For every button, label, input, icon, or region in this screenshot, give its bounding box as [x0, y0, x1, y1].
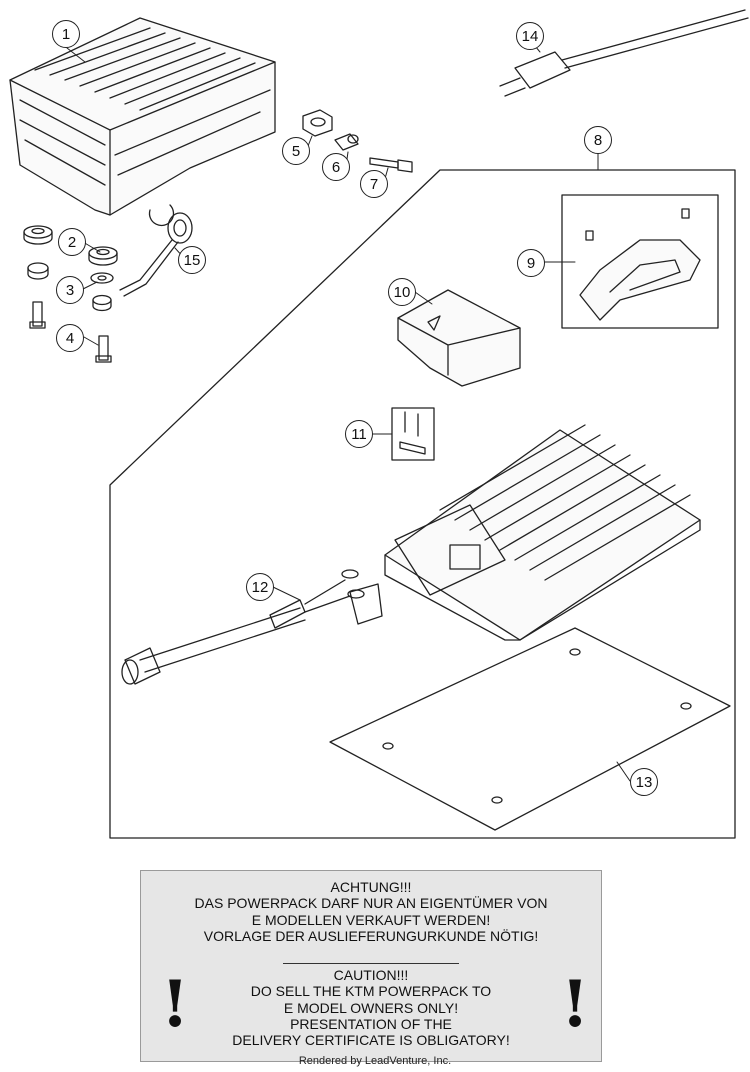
cap-strap-part — [119, 212, 193, 297]
battery-housing-part — [9, 17, 276, 227]
callout-13: 13 — [630, 768, 658, 796]
callout-7: 7 — [360, 170, 388, 198]
bolt-part — [29, 301, 112, 363]
warning-line: E MODEL OWNERS ONLY! — [283, 999, 459, 1016]
exclamation-right: ! — [561, 967, 590, 1042]
callout-12: 12 — [246, 573, 274, 601]
warning-line: DAS POWERPACK DARF NUR AN EIGENTÜMER VON — [194, 895, 548, 912]
power-cable-part — [499, 9, 749, 97]
long-bolt-part — [369, 157, 413, 173]
callout-5: 5 — [282, 137, 310, 165]
base-plate-part — [329, 627, 731, 831]
callout-15: 15 — [178, 246, 206, 274]
sleeve-part — [334, 133, 359, 151]
warning-divider — [283, 963, 459, 964]
nut-part — [302, 109, 333, 137]
powerpack-part — [384, 424, 701, 641]
callout-3: 3 — [56, 276, 84, 304]
exclamation-left: ! — [161, 967, 190, 1042]
washer-part — [27, 262, 114, 312]
warning-line: DELIVERY CERTIFICATE IS OBLIGATORY! — [232, 1032, 510, 1049]
footer-credit: Rendered by LeadVenture, Inc. — [298, 1055, 452, 1067]
kit-boundary — [109, 169, 736, 839]
screws-box — [391, 407, 435, 461]
warning-line: ACHTUNG!!! — [330, 879, 412, 895]
warning-line: VORLAGE DER AUSLIEFERUNGURKUNDE NÖTIG! — [203, 927, 539, 944]
warning-line: E MODELLEN VERKAUFT WERDEN! — [251, 911, 491, 928]
callout-1: 1 — [52, 20, 80, 48]
callout-14: 14 — [516, 22, 544, 50]
english-warning: CAUTION!!! DO SELL THE KTM POWERPACK TO … — [141, 967, 601, 1048]
callout-9: 9 — [517, 249, 545, 277]
german-warning: ACHTUNG!!! DAS POWERPACK DARF NUR AN EIG… — [141, 879, 601, 944]
charging-cable-part — [121, 569, 383, 685]
warning-line: PRESENTATION OF THE — [290, 1015, 452, 1032]
handle-part — [579, 208, 701, 321]
parts-diagram — [9, 9, 749, 839]
callout-11: 11 — [345, 420, 373, 448]
cover-part — [397, 289, 521, 387]
warning-line: CAUTION!!! — [333, 967, 409, 983]
warning-notice: ACHTUNG!!! DAS POWERPACK DARF NUR AN EIG… — [140, 870, 602, 1062]
callout-6: 6 — [322, 153, 350, 181]
grommet-part — [23, 225, 118, 266]
screw-clip-part — [399, 411, 426, 455]
callout-2: 2 — [58, 228, 86, 256]
callout-4: 4 — [56, 324, 84, 352]
callout-8: 8 — [584, 126, 612, 154]
callout-10: 10 — [388, 278, 416, 306]
warning-line: DO SELL THE KTM POWERPACK TO — [250, 983, 492, 1000]
